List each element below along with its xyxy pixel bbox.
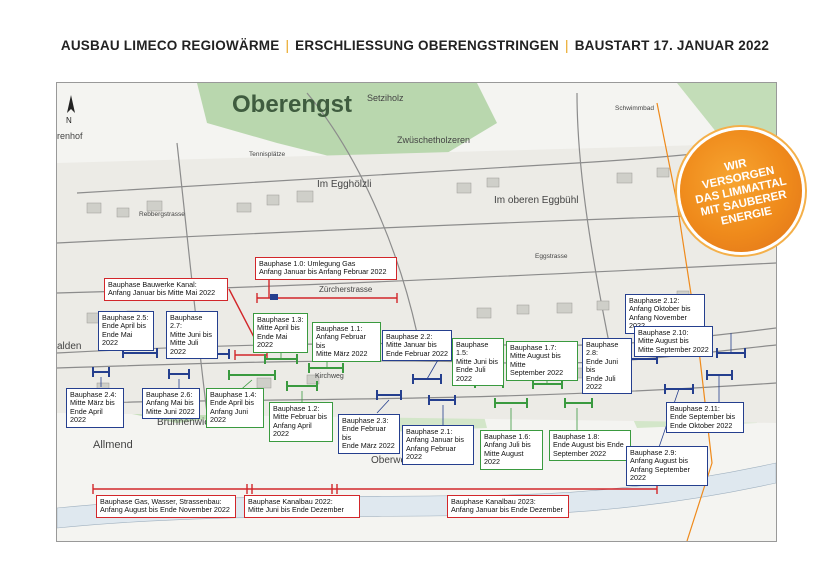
label-phase-2-4: Bauphase 2.4: Mitte März bis Ende April … — [66, 388, 124, 428]
label-phase-2-10: Bauphase 2.10: Mitte August bis Mitte Se… — [634, 326, 713, 358]
label-phase-2-8: Bauphase 2.8: Ende Juni bis Ende Juli 20… — [582, 338, 632, 395]
label-phase-2-1: Bauphase 2.1: Anfang Januar bis Anfang F… — [402, 425, 474, 465]
place-label-halden: alden — [57, 341, 82, 352]
red-segments — [92, 279, 658, 494]
place-label-im-egghoelzli: Im Egghölzli — [317, 179, 372, 190]
title-part-1: AUSBAU LIMECO REGIOWÄRME — [60, 38, 280, 53]
title-separator: | — [285, 38, 290, 53]
svg-text:N: N — [66, 116, 72, 125]
place-label-brunnenwiesen: Brunnenwiesen — [157, 417, 226, 428]
place-label-schwimmbad: Schwimmbad — [615, 105, 655, 112]
label-phase-kanal-bauwerke: Bauphase Bauwerke Kanal: Anfang Januar b… — [104, 278, 228, 301]
label-phase-1-6: Bauphase 1.6: Anfang Juli bis Mitte Augu… — [480, 430, 543, 470]
place-label-allmend: Allmend — [93, 439, 133, 451]
place-label-rebbergstrasse: Rebbergstrasse — [139, 211, 185, 218]
label-phase-1-1: Bauphase 1.1: Anfang Februar bis Mitte M… — [312, 322, 381, 362]
place-label-renhof: renhof — [57, 131, 83, 141]
place-label-tennisplaetze: Tennisplätze — [249, 151, 286, 158]
label-phase-kanalbau-2022: Bauphase Kanalbau 2022: Mitte Juni bis E… — [244, 495, 360, 518]
label-phase-2-6: Bauphase 2.6: Anfang Mai bis Mitte Juni … — [142, 388, 200, 420]
place-label-oberwerd: Oberwerd — [371, 455, 415, 466]
north-arrow-icon: N — [66, 95, 75, 125]
place-label-kirchweg: Kirchweg — [315, 373, 344, 380]
title-part-2: ERSCHLIESSUNG OBERENGSTRINGEN — [295, 38, 560, 53]
place-label-zuercherstrasse: Zürcherstrasse — [319, 285, 373, 294]
label-phase-1-8: Bauphase 1.8: Ende August bis Ende Septe… — [549, 430, 631, 462]
forest-area — [677, 83, 776, 143]
place-label-im-oberen-eggbuehl: Im oberen Eggbühl — [494, 195, 579, 206]
forest-area — [197, 83, 497, 163]
label-phase-2-11: Bauphase 2.11: Ende September bis Ende O… — [666, 402, 744, 434]
place-label-setziholz: Setziholz — [367, 93, 404, 103]
place-label-zwueschetholzeren: Zwüschetholzeren — [397, 135, 471, 145]
label-phase-2-2: Bauphase 2.2: Mitte Januar bis Ende Febr… — [382, 330, 452, 362]
place-label-oberengstringen: Oberengst — [232, 91, 353, 118]
label-phase-2-3: Bauphase 2.3: Ende Februar bis Ende März… — [338, 414, 400, 454]
label-phase-1-5: Bauphase 1.5: Mitte Juni bis Ende Juli 2… — [452, 338, 504, 387]
label-phase-2-9: Bauphase 2.9: Anfang August bis Anfang S… — [626, 446, 708, 486]
label-phase-1-0: Bauphase 1.0: Umlegung Gas Anfang Januar… — [255, 257, 397, 280]
label-phase-1-2: Bauphase 1.2: Mitte Februar bis Anfang A… — [269, 402, 333, 442]
label-phase-gas-wasser-strassenbau: Bauphase Gas, Wasser, Strassenbau: Anfan… — [96, 495, 236, 518]
label-phase-2-5: Bauphase 2.5: Ende April bis Ende Mai 20… — [98, 311, 154, 351]
label-phase-2-7: Bauphase 2.7: Mitte Juni bis Mitte Juli … — [166, 311, 218, 360]
label-phase-1-7: Bauphase 1.7: Mitte August bis Mitte Sep… — [506, 341, 578, 381]
label-phase-kanalbau-2023: Bauphase Kanalbau 2023: Anfang Januar bi… — [447, 495, 569, 518]
label-phase-1-3: Bauphase 1.3: Mitte April bis Ende Mai 2… — [253, 313, 308, 353]
title-separator: | — [565, 38, 569, 53]
title-part-3: BAUSTART 17. JANUAR 2022 — [574, 38, 770, 53]
place-label-eggstrasse: Eggstrasse — [535, 253, 568, 260]
page-title: AUSBAU LIMECO REGIOWÄRME | ERSCHLIESSUNG O… — [0, 38, 830, 53]
label-phase-1-4: Bauphase 1.4: Ende April bis Anfang Juni… — [206, 388, 264, 428]
